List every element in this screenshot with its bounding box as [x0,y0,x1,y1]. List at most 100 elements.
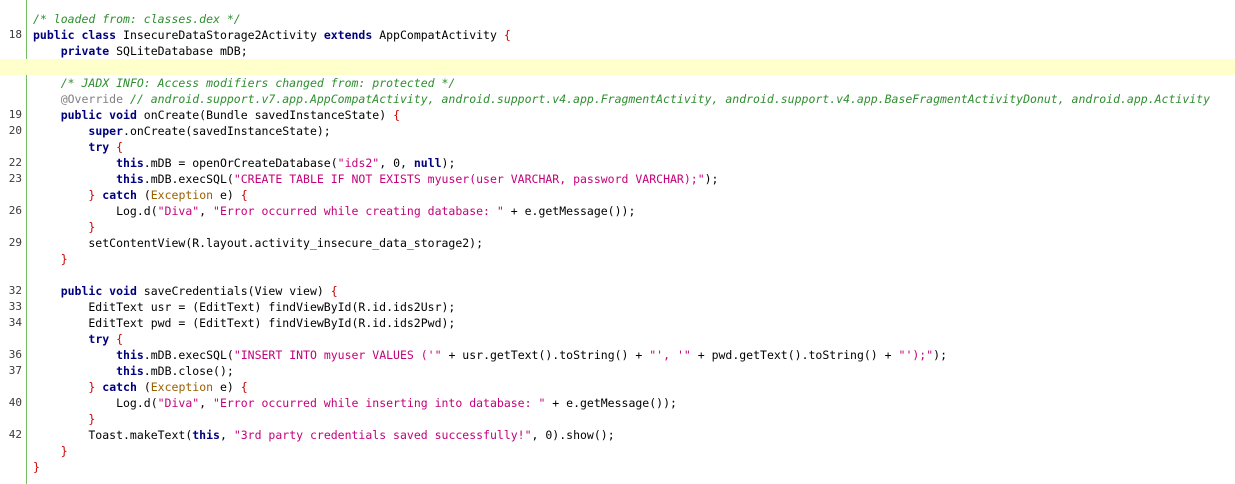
code-token: onCreate(Bundle savedInstanceState) [136,108,394,122]
code-line[interactable] [0,59,1235,75]
code-line[interactable]: 23 this.mDB.execSQL("CREATE TABLE IF NOT… [0,171,1235,187]
code-line[interactable]: @Override // android.support.v7.app.AppC… [0,91,1235,107]
code-token: "3rd party credentials saved successfull… [233,428,532,442]
code-text: public void saveCredentials(View view) { [33,283,338,299]
code-token: try [88,332,110,346]
code-line[interactable] [0,267,1235,283]
code-line[interactable]: 19 public void onCreate(Bundle savedInst… [0,107,1235,123]
code-text: EditText pwd = (EditText) findViewById(R… [33,315,455,331]
code-line[interactable]: } [0,411,1235,427]
code-token: null [413,156,442,170]
code-line[interactable]: 34 EditText pwd = (EditText) findViewByI… [0,315,1235,331]
code-token: public void [60,284,137,298]
code-token: .mDB.execSQL( [143,172,234,186]
code-line[interactable]: try { [0,139,1235,155]
code-text: super.onCreate(savedInstanceState); [33,123,330,139]
code-line[interactable]: 22 this.mDB = openOrCreateDatabase("ids2… [0,155,1235,171]
code-token: try [88,140,110,154]
code-line[interactable]: 32 public void saveCredentials(View view… [0,283,1235,299]
code-token [33,252,61,266]
code-token: { [393,108,400,122]
code-token: @Override [60,92,124,106]
code-token: extends [323,28,373,42]
line-number-gutter [0,0,26,484]
code-line[interactable]: } [0,459,1235,475]
code-token: catch [102,188,137,202]
code-token: { [240,188,248,202]
code-line[interactable]: private SQLiteDatabase mDB; [0,43,1235,59]
code-line[interactable]: 26 Log.d("Diva", "Error occurred while c… [0,203,1235,219]
code-token: } [33,460,40,474]
code-token: { [330,284,338,298]
code-text: } [33,251,68,267]
code-token: + pwd.getText().toString() + [690,348,899,362]
code-token: "INSERT INTO myuser VALUES ('" [233,348,442,362]
code-token: , [219,428,234,442]
code-token: "Diva" [157,396,200,410]
code-token: ); [441,156,456,170]
code-line[interactable]: /* loaded from: classes.dex */ [0,11,1235,27]
code-line[interactable]: } [0,251,1235,267]
code-line[interactable]: 29 setContentView(R.layout.activity_inse… [0,235,1235,251]
code-token [33,172,116,186]
code-token: .mDB.execSQL( [143,348,234,362]
code-token: saveCredentials(View view) [136,284,331,298]
code-line[interactable]: } catch (Exception e) { [0,379,1235,395]
code-token: /* loaded from: classes.dex */ [33,12,241,26]
code-text: public class InsecureDataStorage2Activit… [33,27,511,43]
code-token: this [192,428,220,442]
code-token [33,140,88,154]
code-token: + e.getMessage()); [503,204,636,218]
code-token [33,220,88,234]
code-token: } [88,188,96,202]
code-line[interactable]: 42 Toast.makeText(this, "3rd party crede… [0,427,1235,443]
code-token [33,188,88,202]
code-line[interactable]: 20 super.onCreate(savedInstanceState); [0,123,1235,139]
code-line[interactable]: 40 Log.d("Diva", "Error occurred while i… [0,395,1235,411]
code-text: /* JADX INFO: Access modifiers changed f… [33,75,456,91]
code-text: @Override // android.support.v7.app.AppC… [33,91,1210,107]
code-text: EditText usr = (EditText) findViewById(R… [33,299,455,315]
code-token: private [60,44,110,58]
code-line[interactable]: 33 EditText usr = (EditText) findViewByI… [0,299,1235,315]
code-line[interactable]: 37 this.mDB.close(); [0,363,1235,379]
code-token [33,412,88,426]
code-token: this [116,348,144,362]
line-number: 32 [8,284,22,297]
code-text: Log.d("Diva", "Error occurred while crea… [33,203,635,219]
code-token: + e.getMessage()); [545,396,677,410]
code-token: .mDB.close(); [143,364,234,378]
code-token: setContentView(R.layout.activity_insecur… [33,236,484,250]
line-number: 18 [8,28,22,41]
line-number: 19 [8,108,22,121]
line-number: 33 [8,300,22,313]
code-token: , [199,396,214,410]
code-line[interactable]: } [0,219,1235,235]
code-line[interactable]: /* JADX INFO: Access modifiers changed f… [0,75,1235,91]
code-line[interactable]: 36 this.mDB.execSQL("INSERT INTO myuser … [0,347,1235,363]
code-token: { [503,28,511,42]
code-token: ( [136,380,151,394]
code-token: e) [213,380,241,394]
code-line[interactable]: } [0,443,1235,459]
code-token: InsecureDataStorage2Activity [116,28,324,42]
code-token: ( [136,188,151,202]
code-token: "', '" [649,348,691,362]
line-number: 37 [8,364,22,377]
code-token: Log.d( [33,396,158,410]
code-token: this [116,364,144,378]
code-token: "Diva" [157,204,200,218]
line-number: 22 [8,156,22,169]
code-token: + usr.getText().toString() + [441,348,650,362]
code-line[interactable]: 18 public class InsecureDataStorage2Activ… [0,27,1235,43]
gutter-separator [26,0,27,484]
code-text: try { [33,139,123,155]
code-token [33,364,116,378]
code-line[interactable]: } catch (Exception e) { [0,187,1235,203]
code-token: // android.support.v7.app.AppCompatActiv… [123,92,1211,106]
code-token: } [88,412,96,426]
code-text: private SQLiteDatabase mDB; [33,43,248,59]
code-line[interactable]: try { [0,331,1235,347]
code-token [33,380,88,394]
